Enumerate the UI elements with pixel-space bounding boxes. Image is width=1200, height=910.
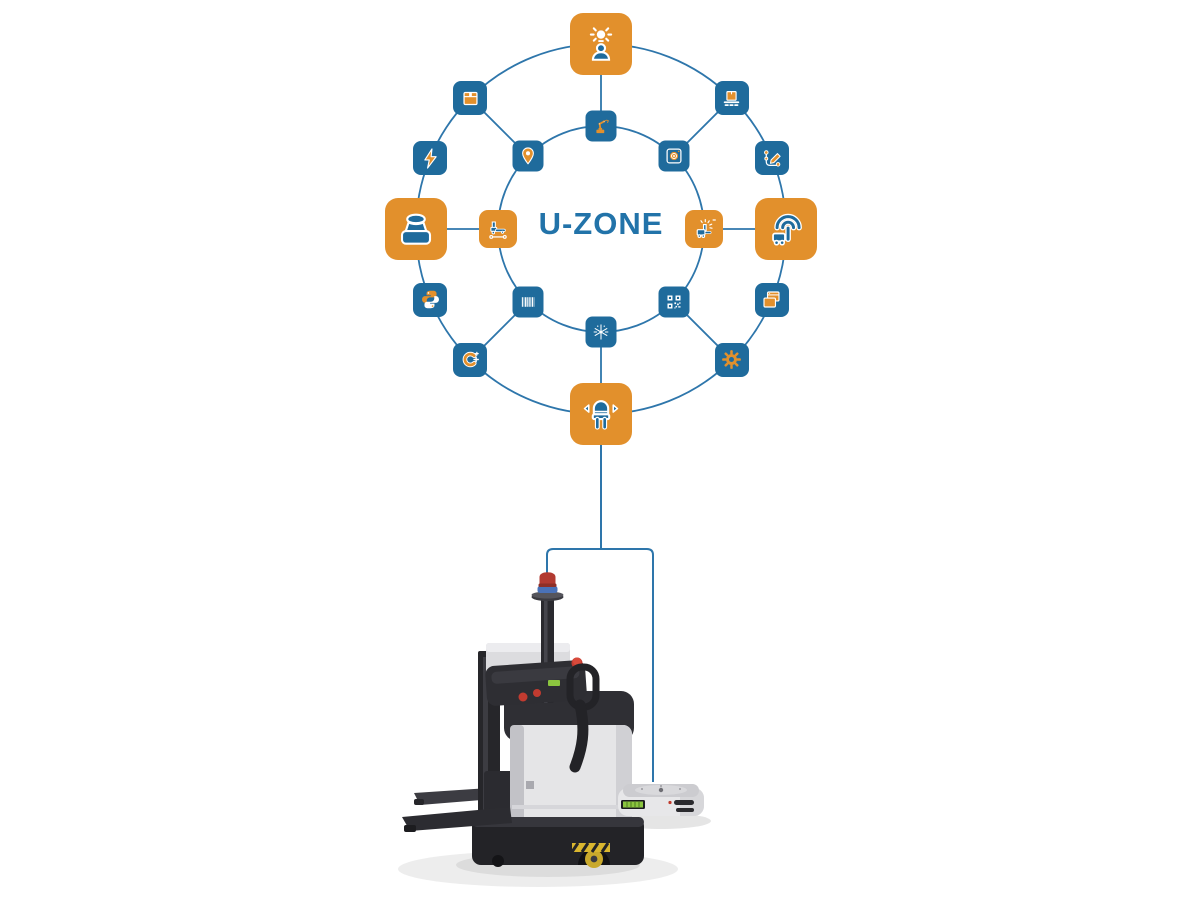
qr-code-icon	[658, 286, 689, 317]
robot-scene	[380, 555, 720, 905]
node-cpp	[453, 342, 488, 377]
lidar-ring	[537, 586, 558, 593]
robot-arm-icon	[586, 111, 617, 142]
pallet-box-icon	[715, 81, 749, 115]
node-operator-idea	[570, 13, 632, 75]
node-location-pin	[512, 140, 544, 172]
node-windows-panels	[754, 282, 789, 317]
laser-star-icon	[586, 317, 617, 348]
node-route-edit	[754, 141, 789, 176]
node-laser-forklift	[685, 210, 723, 248]
route-edit-icon	[755, 141, 789, 175]
lightning-icon	[413, 141, 447, 175]
node-wireless-forklift	[755, 198, 817, 260]
node-laser-star	[585, 316, 617, 348]
node-pallet-truck-route	[479, 210, 517, 248]
led-diode-icon	[570, 383, 632, 445]
cpp-icon	[453, 343, 487, 377]
node-qr-code	[658, 286, 690, 318]
node-barcode	[512, 286, 544, 318]
node-gear	[714, 342, 749, 377]
node-python	[413, 282, 448, 317]
disc-robot-display	[623, 801, 643, 808]
windows-panels-icon	[755, 283, 789, 317]
wireless-forklift-icon	[755, 198, 817, 260]
operator-idea-icon	[570, 13, 632, 75]
laser-forklift-icon	[685, 210, 723, 248]
node-camera	[658, 140, 690, 172]
barcode-icon	[513, 286, 544, 317]
node-pallet-box	[714, 81, 749, 116]
node-led-diode	[570, 383, 632, 445]
pallet-truck-route-icon	[479, 210, 517, 248]
gear-icon	[715, 343, 749, 377]
node-lidar-sensor	[385, 198, 447, 260]
node-package-box	[453, 81, 488, 116]
diagram-title: U-ZONE	[538, 206, 664, 241]
package-box-icon	[453, 81, 487, 115]
location-pin-icon	[513, 141, 544, 172]
node-lightning	[413, 141, 448, 176]
agv-pallet-stacker	[402, 572, 644, 868]
mobile-disc-robot	[618, 784, 704, 816]
branch-bracket	[546, 548, 654, 782]
node-robot-arm	[585, 110, 617, 142]
lidar-sensor-icon	[385, 198, 447, 260]
python-icon	[413, 283, 447, 317]
beacon-light	[539, 572, 556, 587]
camera-icon	[658, 141, 689, 172]
